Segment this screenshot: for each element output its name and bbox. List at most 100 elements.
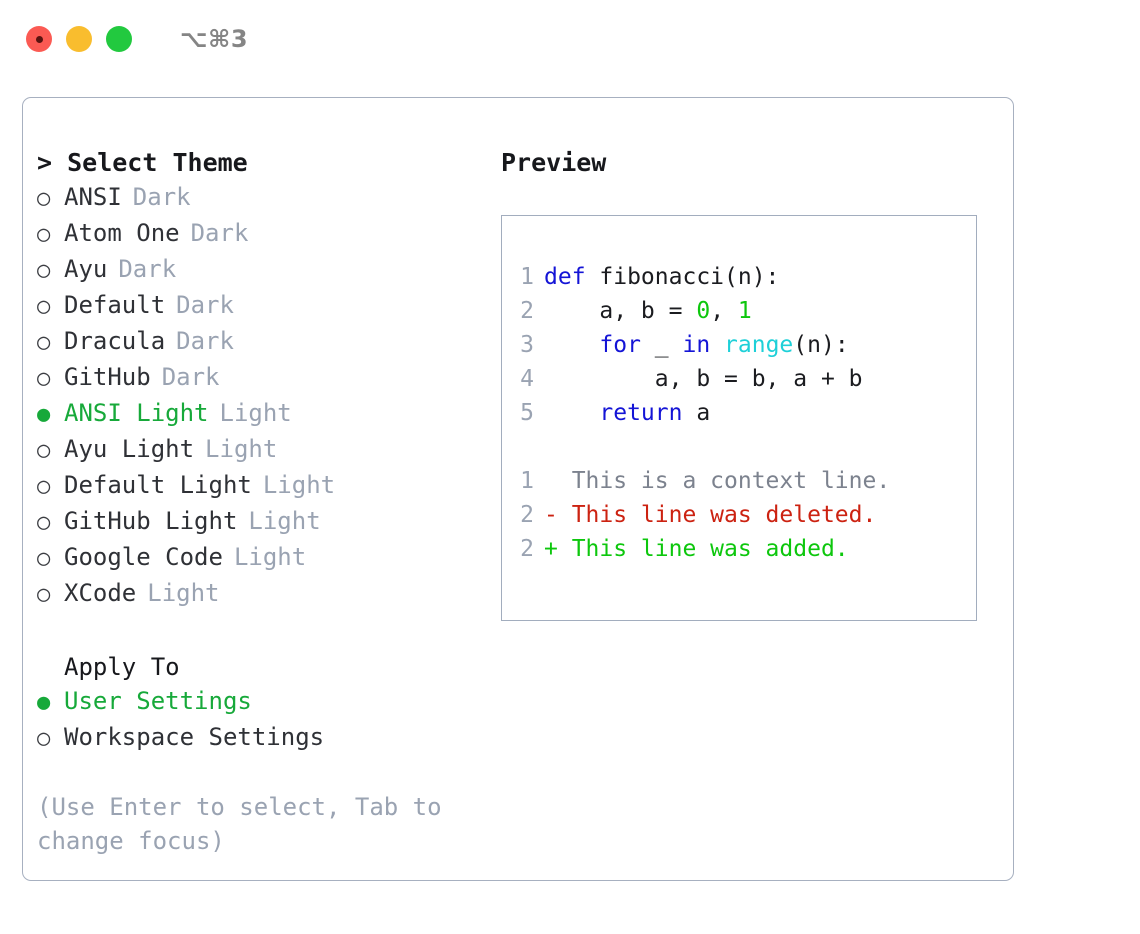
code-token: 0: [696, 298, 711, 324]
maximize-button[interactable]: [106, 26, 132, 52]
code-line: 1 def fibonacci(n):: [502, 260, 976, 294]
theme-item-variant: Light: [262, 471, 336, 499]
radio-unselected-icon: ○: [37, 582, 51, 607]
theme-item[interactable]: ○ Atom One Dark: [37, 216, 493, 252]
code-line-content: return a: [544, 396, 710, 430]
radio-unselected-icon: ○: [37, 222, 51, 247]
code-token: def: [544, 264, 586, 290]
theme-item[interactable]: ○ Default Light Light: [37, 468, 493, 504]
apply-to-list: ● User Settings ○Workspace Settings: [37, 684, 493, 756]
theme-item-label: ANSI Light: [64, 399, 209, 427]
apply-to-item-label: User Settings: [64, 687, 252, 715]
code-line: 5 return a: [502, 396, 976, 430]
theme-item-label: Default Light: [64, 471, 252, 499]
code-line-content: a, b = b, a + b: [544, 362, 863, 396]
keyboard-hint: (Use Enter to select, Tab to change focu…: [37, 793, 457, 855]
theme-item[interactable]: ○ ANSI Dark: [37, 180, 493, 216]
code-token: a: [682, 400, 711, 426]
code-token: [544, 400, 599, 426]
code-token: return: [599, 400, 683, 426]
diff-line-content: This is a context line.: [544, 468, 891, 494]
code-token: 1: [737, 298, 752, 324]
close-button[interactable]: [26, 26, 52, 52]
radio-selected-icon: ●: [37, 690, 51, 715]
radio-selected-icon: ●: [37, 402, 51, 427]
code-line-content: a, b = 0, 1: [544, 294, 752, 328]
theme-item-variant: Dark: [190, 219, 249, 247]
theme-item-variant: Dark: [132, 183, 191, 211]
theme-item[interactable]: ○ Google Code Light: [37, 540, 493, 576]
code-line-content: def fibonacci(n):: [544, 260, 779, 294]
diff-line: 2- This line was deleted.: [502, 498, 976, 532]
code-line-number: 3: [520, 332, 534, 358]
keyboard-shortcut-label: ⌥⌘3: [180, 25, 249, 53]
code-line-content: for _ in range(n):: [544, 328, 849, 362]
code-token: in: [682, 332, 711, 358]
code-line-number: 5: [520, 400, 534, 426]
diff-line-number: 1: [520, 468, 534, 494]
code-line: 4 a, b = b, a + b: [502, 362, 976, 396]
diff-line: 2 + This line was added.: [502, 532, 976, 566]
diff-line-content: + This line was added.: [544, 536, 849, 562]
apply-to-item[interactable]: ● User Settings: [37, 684, 493, 720]
theme-item-variant: Dark: [118, 255, 177, 283]
theme-item[interactable]: ○ Ayu Dark: [37, 252, 493, 288]
theme-item-variant: Light: [219, 399, 292, 427]
apply-to-item-label: Workspace Settings: [64, 723, 325, 751]
code-line: 3 for _ in range(n):: [502, 328, 976, 362]
theme-item-label: Dracula: [64, 327, 166, 355]
theme-item-label: Google Code: [64, 543, 223, 571]
diff-preview: 1 This is a context line.2- This line wa…: [502, 464, 976, 566]
theme-item[interactable]: ○ XCode Light: [37, 576, 493, 612]
radio-unselected-icon: ○: [37, 186, 51, 211]
theme-item-variant: Light: [147, 579, 220, 607]
theme-item-label: Ayu Light: [64, 435, 195, 463]
radio-unselected-icon: ○: [37, 366, 51, 391]
theme-item-label: XCode: [64, 579, 137, 607]
theme-item[interactable]: ● ANSI Light Light: [37, 396, 493, 432]
theme-item-label: ANSI: [64, 183, 122, 211]
theme-item-variant: Dark: [161, 363, 220, 391]
theme-item-variant: Dark: [176, 327, 234, 355]
code-token: fibonacci(n):: [585, 264, 780, 290]
code-token: _: [640, 332, 683, 358]
code-token: (n):: [793, 332, 849, 358]
theme-item-label: GitHub Light: [64, 507, 238, 535]
theme-item-variant: Dark: [176, 291, 234, 319]
title-bar: ⌥⌘3: [0, 0, 1140, 78]
code-token: for: [599, 332, 641, 358]
code-line: 2 a, b = 0, 1: [502, 294, 976, 328]
theme-list-title: > Select Theme: [37, 148, 248, 177]
diff-line-content: - This line was deleted.: [544, 502, 877, 528]
radio-unselected-icon: ○: [37, 294, 51, 319]
radio-unselected-icon: ○: [37, 510, 51, 535]
diff-line-number: 2: [520, 536, 534, 562]
radio-unselected-icon: ○: [37, 546, 51, 571]
theme-item-variant: Light: [205, 435, 278, 463]
theme-item-label: Atom One: [64, 219, 180, 247]
theme-item-variant: Light: [233, 543, 307, 571]
diff-line: 1 This is a context line.: [502, 464, 976, 498]
code-token: a, b =: [544, 298, 697, 324]
code-line-number: 1: [520, 264, 534, 290]
code-token: a, b = b, a + b: [544, 366, 863, 392]
code-token: range: [724, 332, 794, 358]
radio-unselected-icon: ○: [37, 258, 51, 283]
minimize-button[interactable]: [66, 26, 92, 52]
apply-to-title: Apply To: [64, 653, 180, 681]
section-spacer: [37, 612, 493, 650]
theme-item-label: Ayu: [64, 255, 108, 283]
radio-unselected-icon: ○: [37, 474, 51, 499]
apply-to-item[interactable]: ○Workspace Settings: [37, 720, 493, 756]
